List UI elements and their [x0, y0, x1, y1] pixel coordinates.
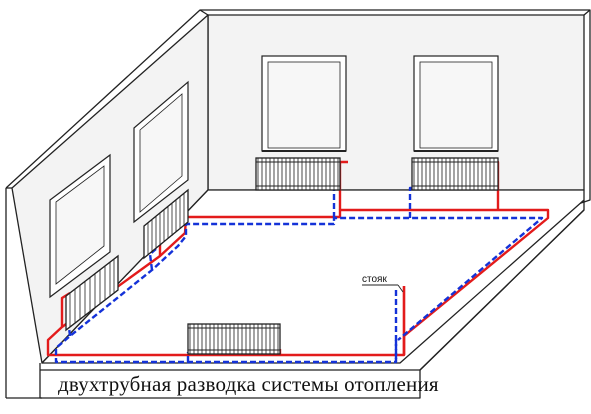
window-back-1	[261, 55, 347, 152]
window-left-1	[133, 80, 189, 224]
radiator-front	[187, 323, 281, 355]
diagram-caption: двухтрубная разводка системы отопления	[58, 372, 439, 396]
riser-label: стояк	[362, 274, 387, 285]
radiator-left-1	[143, 188, 189, 260]
window-left-2	[49, 153, 111, 299]
radiator-back-2	[411, 157, 499, 191]
radiator-left-2	[65, 254, 119, 332]
window-back-2	[413, 55, 499, 152]
riser-callout: стояк	[362, 274, 404, 293]
return-riser-left-1	[148, 248, 157, 271]
radiator-back-1	[255, 157, 341, 191]
return-main-loop	[54, 216, 544, 364]
